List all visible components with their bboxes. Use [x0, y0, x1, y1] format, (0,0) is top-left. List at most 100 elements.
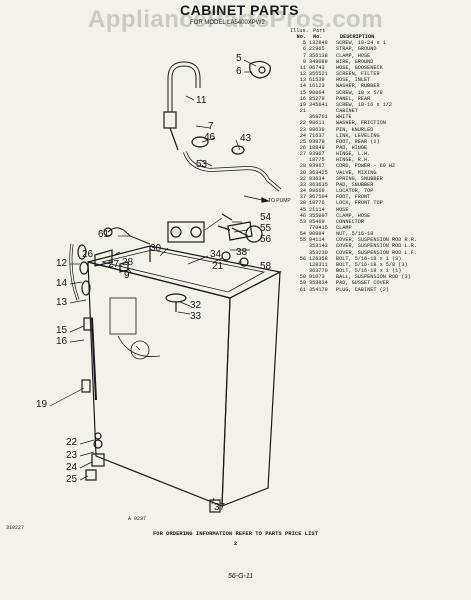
part-number-cell: 98611: [309, 120, 325, 127]
illus-cell: 33: [299, 181, 306, 188]
suspension-ball-drawing: [245, 225, 263, 243]
part-number-cell: 61539: [309, 77, 325, 84]
watermark: AppliancePartsPros.com: [87, 6, 384, 33]
part-number-cell: 132848: [309, 40, 328, 47]
callout-5: 5: [236, 53, 242, 64]
part-number-cell: 368761: [309, 114, 328, 121]
description-cell: WASHER, FRICTION: [336, 120, 386, 127]
callout-24: 24: [66, 462, 78, 473]
callout-22: 22: [66, 437, 78, 448]
callout-34: 34: [210, 249, 222, 260]
illus-cell: 61: [299, 286, 306, 293]
description-cell: PAD, GUSSET COVER: [336, 280, 389, 287]
description-cell: FOOT, REAR (2): [336, 138, 380, 145]
description-cell: HOSE: [336, 206, 349, 213]
callout-43: 43: [240, 133, 252, 144]
parts-table-header-2: No. No. DESCRIPTION: [290, 34, 466, 40]
ground-strap-drawing: [249, 60, 271, 79]
page-number: 2: [233, 540, 238, 547]
page-title: CABINET PARTS: [180, 2, 300, 18]
illus-cell: 22: [299, 120, 306, 127]
callout-38: 38: [236, 247, 248, 258]
part-number-cell: 18849: [309, 144, 325, 151]
part-number-cell: 354179: [309, 286, 328, 293]
callout-46: 46: [204, 132, 216, 143]
callout-54: 54: [260, 212, 272, 223]
callout-26: 26: [82, 249, 94, 260]
description-cell: CABINET: [336, 108, 358, 115]
callout-14: 14: [56, 278, 68, 289]
illus-cell: 38: [299, 200, 306, 207]
callout-28: 28: [122, 257, 134, 268]
illus-cell: 58: [299, 274, 306, 281]
illus-cell: 5: [302, 40, 306, 47]
illus-cell: 13: [299, 77, 306, 84]
part-number-cell: 770415: [309, 225, 328, 231]
description-cell: WASHER, RUBBER: [336, 83, 380, 90]
illus-cell: 30: [299, 169, 306, 176]
part-number-cell: 356138: [309, 52, 328, 59]
callout-12: 12: [56, 258, 68, 269]
part-number-cell: 85279: [309, 95, 325, 102]
part-number-cell: 18775: [309, 157, 325, 164]
callout-32: 32: [190, 300, 202, 311]
illus-cell: 46: [299, 212, 306, 219]
cabinet-front-face: [221, 270, 281, 507]
description-cell: HOSE, GOOSENECK: [336, 64, 383, 71]
callout-58: 58: [260, 261, 272, 272]
illus-cell: 37: [299, 194, 306, 201]
figure-code: A 0237: [128, 516, 147, 522]
callout-9: 9: [124, 270, 130, 281]
callout-23: 23: [66, 450, 78, 461]
description-cell: HOSE, INLET: [336, 77, 371, 84]
hose-drawing: [183, 151, 282, 192]
description-cell: COVER, SUSPENSION ROD L.F.: [336, 249, 417, 256]
part-number-cell: 353143: [309, 243, 328, 250]
part-number-cell: 18776: [309, 200, 325, 207]
col-no2: No.: [313, 34, 323, 41]
callout-13: 13: [56, 297, 68, 308]
description-cell: WIRE, GROUND: [336, 58, 374, 65]
description-cell: PAD, SNUBBER: [336, 181, 374, 188]
description-cell: STRAP, GROUND: [336, 46, 377, 53]
description-cell: LOCK, FRONT TOP: [336, 200, 383, 207]
description-cell: BOLT, 5/16-18 x 1 (3): [336, 255, 402, 262]
part-number-cell: 126358: [309, 255, 328, 262]
illus-cell: 16: [299, 95, 306, 102]
part-number-cell: 93967: [309, 151, 325, 158]
illus-cell: 32: [299, 175, 306, 182]
ordering-instructions: FOR ORDERING INFORMATION REFER TO PARTS …: [152, 530, 319, 537]
front-foot-drawing: [209, 499, 221, 513]
part-number-cell: 353834: [309, 280, 328, 287]
callout-16: 16: [56, 336, 68, 347]
illus-cell: 25: [299, 138, 306, 145]
description-cell: FOOT, FRONT: [336, 194, 371, 201]
description-cell: BOLT, 5/16-18 x 5/8 (3): [336, 261, 408, 268]
description-cell: COVER, SUSPENSION ROD R.R.: [336, 237, 417, 244]
description-cell: CLAMP, HOSE: [336, 212, 371, 219]
description-cell: HINGE, R.H.: [336, 157, 371, 164]
part-number-cell: 94114: [309, 237, 325, 244]
callout-33: 33: [190, 311, 202, 322]
